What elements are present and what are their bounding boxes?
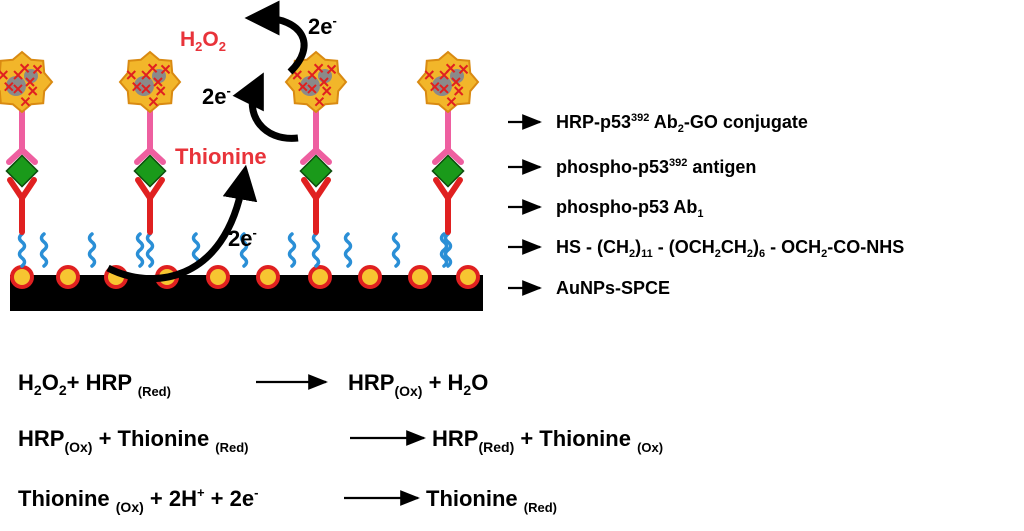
legend-electrode: AuNPs-SPCE [556,278,670,298]
gold-nanoparticle-icon [358,265,382,289]
gold-nanoparticle-icon [456,265,480,289]
linker-chain-icon [145,232,155,268]
electron-arrow-mid [232,72,299,142]
svg-text:Thionine (Red): Thionine (Red) [426,486,557,515]
svg-text:H2O2+ HRP (Red): H2O2+ HRP (Red) [18,370,171,399]
gold-nanoparticle-icon [56,265,80,289]
legend-arrows [508,114,542,296]
immuno-complex-icon [0,50,54,235]
electrons-low-label: 2e- [228,225,257,251]
immuno-complex-icon [416,50,480,235]
linker-chain-icon [87,232,97,268]
gold-nanoparticle-icon [256,265,280,289]
svg-text:HRP(Red) + Thionine (Ox): HRP(Red) + Thionine (Ox) [432,426,663,455]
h2o2-label: H2O2 [180,28,226,54]
linker-chain-icon [17,232,27,268]
gold-nanoparticle-icon [408,265,432,289]
linker-chain-icon [39,232,49,268]
linker-chain-icon [439,232,449,268]
linker-chain-icon [135,232,145,268]
electron-arrow-low [106,164,258,283]
legend-antigen: phospho-p53392 antigen [556,157,756,177]
linker-chain-icon [443,232,453,268]
equation-1: H2O2+ HRP (Red) HRP(Ox) + H2O [18,370,488,399]
linker-chain-icon [239,232,249,268]
linker-chain-icon [311,232,321,268]
thiol-linkers [17,232,453,268]
linker-chain-icon [287,232,297,268]
gold-nanoparticle-icon [308,265,332,289]
equation-3: Thionine (Ox) + 2H+ + 2e- Thionine (Red) [18,485,557,515]
thionine-label: Thionine [175,144,267,169]
svg-text:Thionine (Ox) + 2H+ + 2e-: Thionine (Ox) + 2H+ + 2e- [18,485,258,515]
legend-antibody: phospho-p53 Ab1 [556,197,703,220]
immuno-stacks [0,50,480,235]
gold-nanoparticle-icon [206,265,230,289]
electrons-mid-label: 2e- [202,83,231,109]
linker-chain-icon [343,232,353,268]
electron-arrow-top [244,0,308,75]
immuno-complex-icon [284,50,348,235]
legend-linker: HS - (CH2)11 - (OCH2CH2)6 - OCH2-CO-NHS [556,237,904,260]
svg-text:HRP(Ox) + Thionine (Red): HRP(Ox) + Thionine (Red) [18,426,249,455]
linker-chain-icon [391,232,401,268]
svg-text:HRP(Ox) + H2O: HRP(Ox) + H2O [348,370,488,399]
immuno-complex-icon [118,50,182,235]
legend-conjugate: HRP-p53392 Ab2-GO conjugate [556,112,808,135]
gold-nanoparticle-icon [10,265,34,289]
electrons-top-label: 2e- [308,13,337,39]
electrode-bar [10,275,483,311]
equation-2: HRP(Ox) + Thionine (Red) HRP(Red) + Thio… [18,426,663,455]
